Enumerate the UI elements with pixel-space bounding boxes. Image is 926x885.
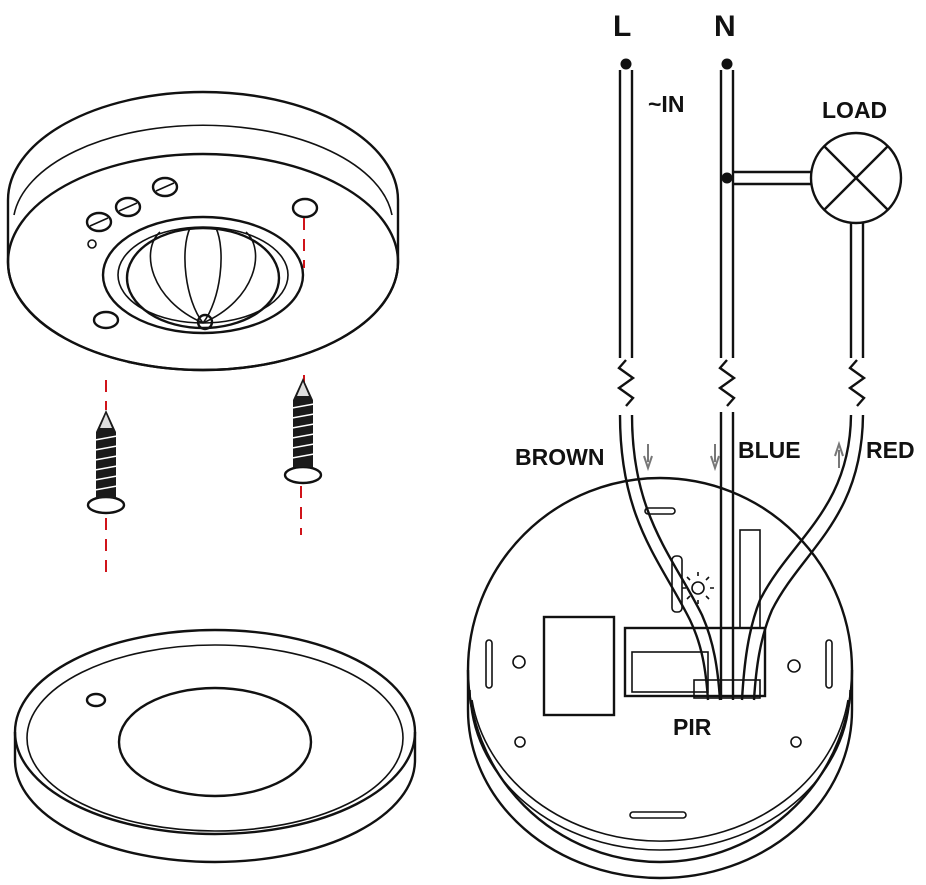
wire-joint <box>616 359 867 407</box>
brown-wire <box>618 414 722 701</box>
input-label: ~IN <box>648 91 684 117</box>
down-arrow-icon <box>643 444 653 472</box>
screw-icon <box>283 378 323 485</box>
up-arrow-icon <box>834 440 844 468</box>
neutral-label: N <box>714 10 736 43</box>
terminal-screw <box>114 196 142 218</box>
terminal-screw <box>151 176 179 198</box>
lamp-cross-icon <box>733 131 903 358</box>
light-sensor-sun-icon <box>671 555 714 613</box>
blue-wire-label: BLUE <box>738 437 801 463</box>
sensor-head <box>6 90 400 372</box>
line-label: L <box>613 10 631 43</box>
down-arrow-icon <box>710 444 720 472</box>
mount-hole <box>291 197 319 219</box>
red-wire <box>740 414 865 701</box>
brown-wire-label: BROWN <box>515 444 604 470</box>
red-wire-label: RED <box>866 437 915 463</box>
mount-hole <box>92 310 120 330</box>
terminal-screw <box>85 211 113 233</box>
screw-icon <box>86 410 126 515</box>
neutral-terminal <box>719 58 735 358</box>
pir-label: PIR <box>673 714 712 740</box>
load-label: LOAD <box>822 97 887 123</box>
sensor-base <box>466 476 854 880</box>
base-ring <box>13 628 417 864</box>
line-terminal <box>618 58 634 358</box>
blue-wire <box>719 412 735 700</box>
mounting-guides <box>105 218 305 572</box>
